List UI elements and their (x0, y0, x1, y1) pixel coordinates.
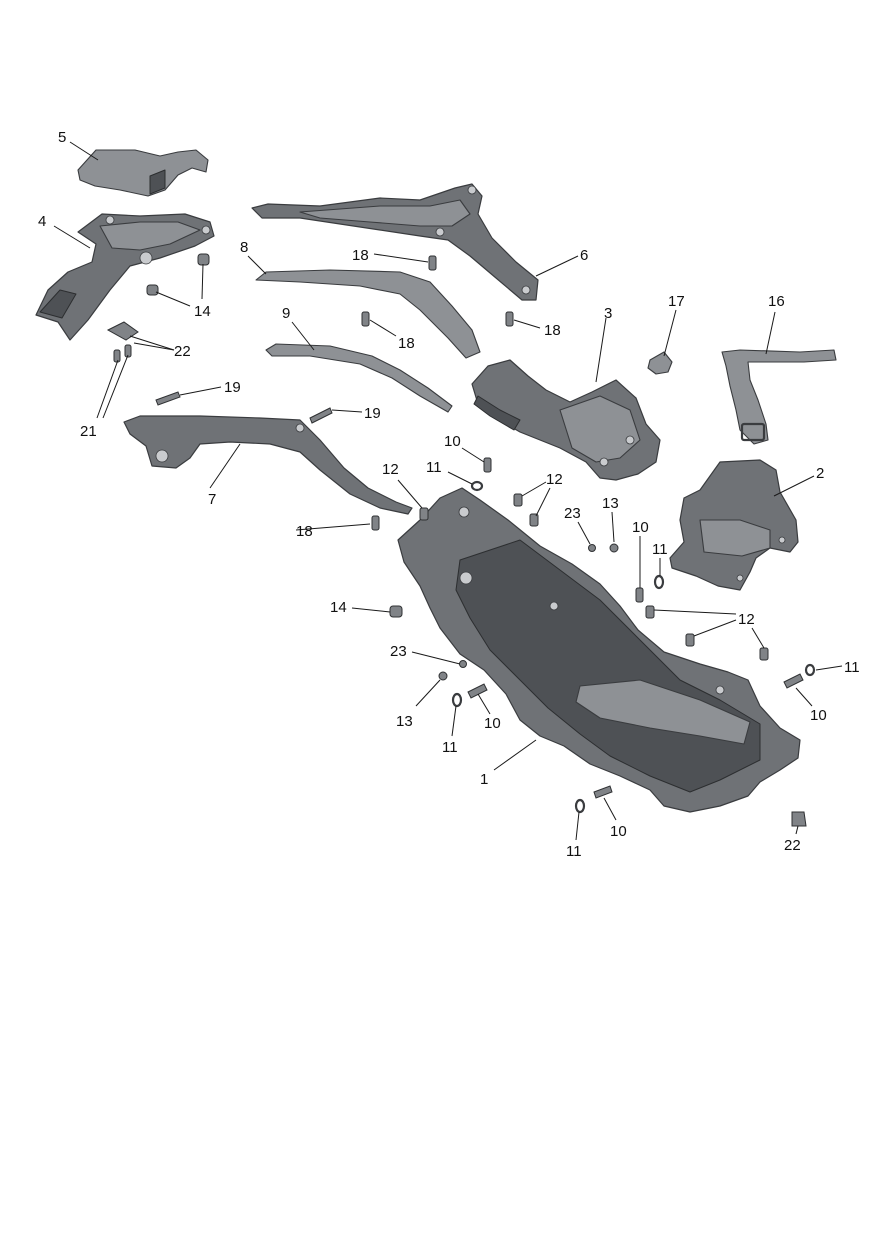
callout-10: 10 (444, 433, 461, 450)
callout-10: 10 (610, 823, 627, 840)
part-2-battery-box (669, 459, 799, 591)
callout-18: 18 (544, 322, 561, 339)
callout-21: 22 (174, 343, 191, 360)
callout-23: 23 (564, 505, 581, 522)
callout-9: 9 (282, 305, 290, 322)
callout-8: 8 (240, 239, 248, 256)
callout-5: 5 (58, 129, 66, 146)
leader-lines (53, 141, 843, 841)
callout-1: 1 (480, 771, 488, 788)
part-4-bracket (35, 213, 215, 341)
callout-23: 23 (390, 643, 407, 660)
callout-13: 13 (396, 713, 413, 730)
part-3-tray (471, 359, 661, 481)
callout-labels: 5 4 14 22 21 19 19 8 18 18 18 18 6 9 7 3… (38, 129, 860, 860)
callout-12: 12 (382, 461, 399, 478)
callout-17: 17 (668, 293, 685, 310)
callout-10: 10 (484, 715, 501, 732)
callout-12: 12 (738, 611, 755, 628)
callout-18: 18 (398, 335, 415, 352)
callout-16: 16 (768, 293, 785, 310)
callout-18: 18 (296, 523, 313, 540)
callout-13: 13 (602, 495, 619, 512)
part-1-undertray (397, 487, 801, 813)
callout-19: 19 (364, 405, 381, 422)
callout-10: 10 (810, 707, 827, 724)
part-5-cover (77, 149, 209, 197)
part-8-side-strip (255, 269, 481, 359)
callout-2: 2 (816, 465, 824, 482)
callout-11: 11 (566, 843, 582, 860)
callout-4: 4 (38, 213, 46, 230)
callout-11: 11 (844, 659, 860, 676)
callout-10: 10 (632, 519, 649, 536)
callout-7: 7 (208, 491, 216, 508)
part-6-upper-rail (251, 183, 539, 301)
part-9-trim-strip (265, 343, 453, 413)
callout-20: 21 (80, 423, 97, 440)
callout-14: 14 (330, 599, 347, 616)
callout-6: 6 (580, 247, 588, 264)
callout-11: 11 (426, 459, 442, 476)
callout-11: 11 (652, 541, 668, 558)
callout-18: 18 (352, 247, 369, 264)
part-16-strap (721, 349, 837, 445)
callout-14: 14 (194, 303, 211, 320)
callout-11: 11 (442, 739, 458, 756)
callout-22: 22 (784, 837, 801, 854)
callout-12: 12 (546, 471, 563, 488)
callout-3: 3 (604, 305, 612, 322)
hardware (106, 253, 816, 827)
callout-19: 19 (224, 379, 241, 396)
part-17-clip (647, 351, 673, 375)
part-7-lower-bracket (123, 415, 413, 515)
